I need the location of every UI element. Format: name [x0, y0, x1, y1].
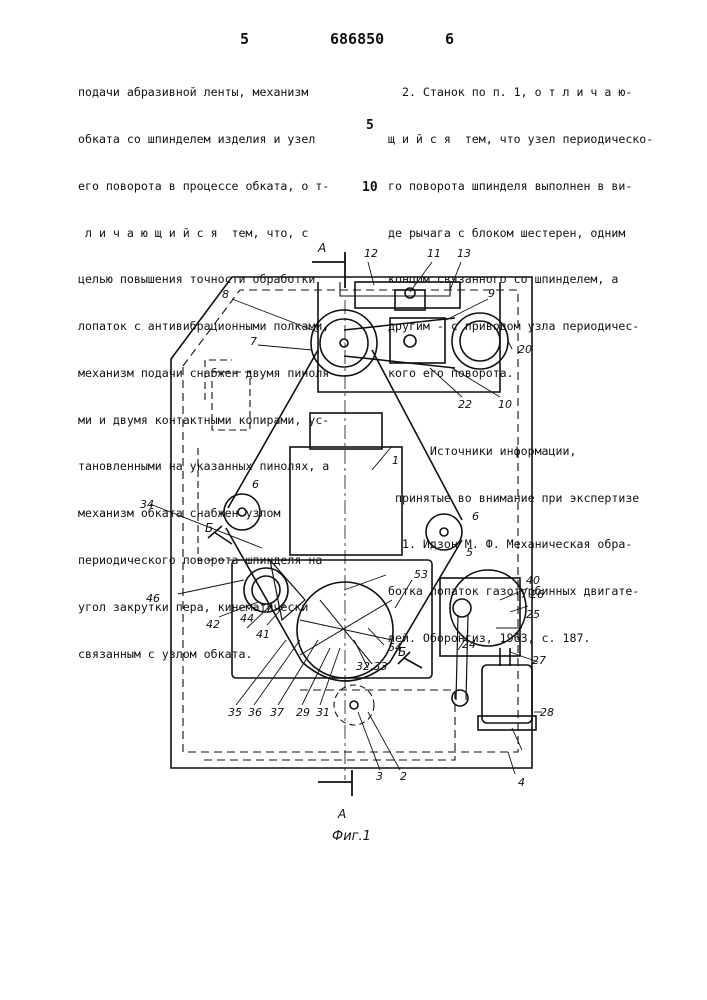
callout: 2 [400, 770, 407, 783]
carriage-center [395, 290, 425, 310]
gear-lower-hub [350, 701, 358, 709]
roller-left [224, 494, 260, 530]
callout: 1 [392, 454, 399, 467]
callout: 40 [526, 574, 540, 587]
section-label-a-top: А [317, 241, 326, 255]
callout: 8 [222, 288, 229, 301]
figure-caption: Фиг.1 [332, 829, 371, 844]
callout: 20 [518, 343, 532, 356]
callout: 22 [458, 398, 472, 411]
drive-wheel-small [453, 599, 471, 617]
callout: 42 [206, 618, 220, 631]
callout: 12 [364, 247, 378, 260]
disc-lines [300, 600, 392, 664]
callout: 4 [518, 776, 525, 789]
spindle-top [310, 413, 382, 449]
callout: 25 [526, 608, 540, 621]
roller-right [426, 514, 462, 550]
spindle-housing [290, 447, 402, 555]
housing-inner-dashed [183, 290, 518, 752]
drive-box [440, 578, 520, 656]
callout: 6 [252, 478, 259, 491]
callout: 29 [296, 706, 310, 719]
roller-right-hub [440, 528, 448, 536]
section-label-b-left: Б [205, 521, 213, 535]
callout: 6 [472, 510, 479, 523]
pulley-main-outer [311, 310, 377, 376]
pulley-drive-inner [460, 321, 500, 361]
callout: 5 [466, 546, 473, 559]
callout: 28 [540, 706, 554, 719]
callout: 27 [532, 654, 546, 667]
abrasive-belt [226, 350, 462, 662]
callout: 11 [427, 247, 441, 260]
motor-shaft [500, 648, 510, 666]
section-line-bottom [318, 770, 352, 796]
motor-body [482, 665, 532, 723]
callout: 9 [488, 287, 495, 300]
callout: 31 [316, 706, 330, 719]
callout: 3 [376, 770, 383, 783]
callout: 36 [248, 706, 262, 719]
copier-roller [244, 568, 288, 612]
roller-left-hub [238, 508, 246, 516]
callout: 7 [250, 335, 257, 348]
gear-train-dashed [200, 690, 455, 760]
lever-pin [404, 335, 416, 347]
drive-wheel [450, 570, 526, 646]
section-label-b-right: Б [398, 645, 406, 659]
callout: 44 [240, 612, 254, 625]
pulley-main-hub [340, 339, 348, 347]
callout: 37 [270, 706, 284, 719]
section-label-a-bottom: А [337, 807, 346, 821]
callout: 46 [146, 592, 160, 605]
gear-lower [334, 685, 374, 725]
callout: 35 [228, 706, 242, 719]
callout: 34 [140, 498, 154, 511]
lever-24 [456, 615, 468, 700]
callout: 32,33 [356, 660, 388, 673]
callout: 13 [457, 247, 471, 260]
callout: 26 [530, 588, 544, 601]
callout: 24 [462, 638, 476, 651]
callout: 10 [498, 398, 512, 411]
callout: 41 [256, 628, 270, 641]
callout: 53 [414, 568, 428, 581]
pulley-main-inner [320, 319, 368, 367]
carriage-bracket [355, 282, 460, 308]
